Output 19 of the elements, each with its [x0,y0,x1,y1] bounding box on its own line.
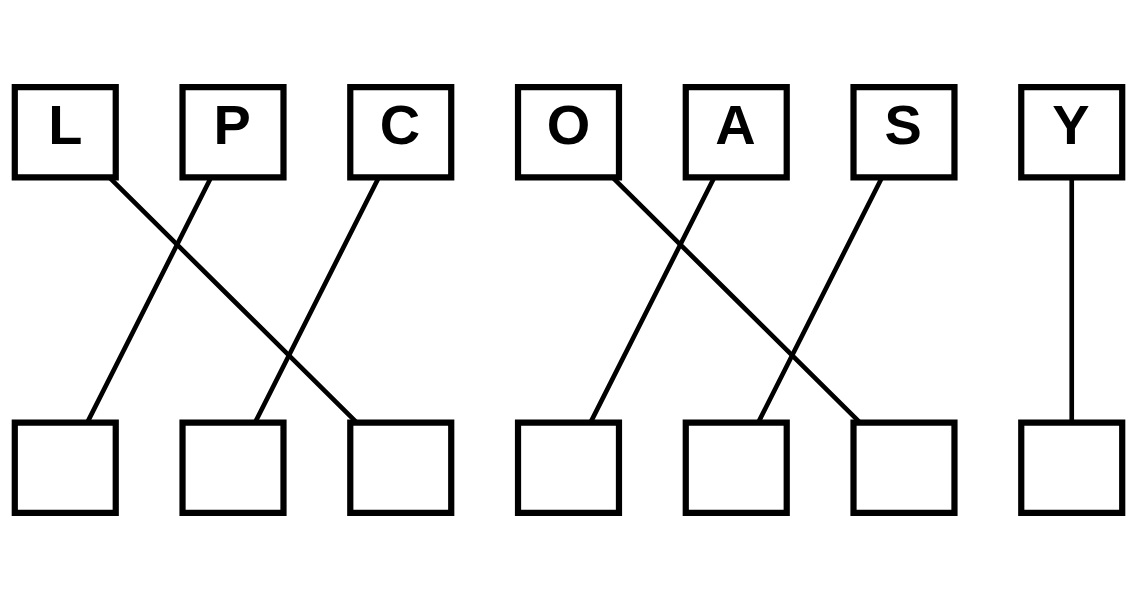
node-box: L [11,83,119,180]
node-box [514,419,623,516]
node-box: A [682,83,790,180]
connector [253,176,381,423]
node-box [11,419,119,516]
node-box [1018,419,1126,516]
connector [1069,177,1075,422]
node-box: S [850,83,958,180]
node-box: P [179,83,287,180]
node-box: Y [1018,83,1126,180]
connector [588,176,717,423]
node-box [682,419,790,516]
node-box [179,419,287,516]
connector [85,176,213,423]
node-box [347,419,455,516]
node-box [850,419,958,516]
node-box: O [514,83,623,180]
node-box: C [347,83,455,180]
connector [756,176,884,423]
